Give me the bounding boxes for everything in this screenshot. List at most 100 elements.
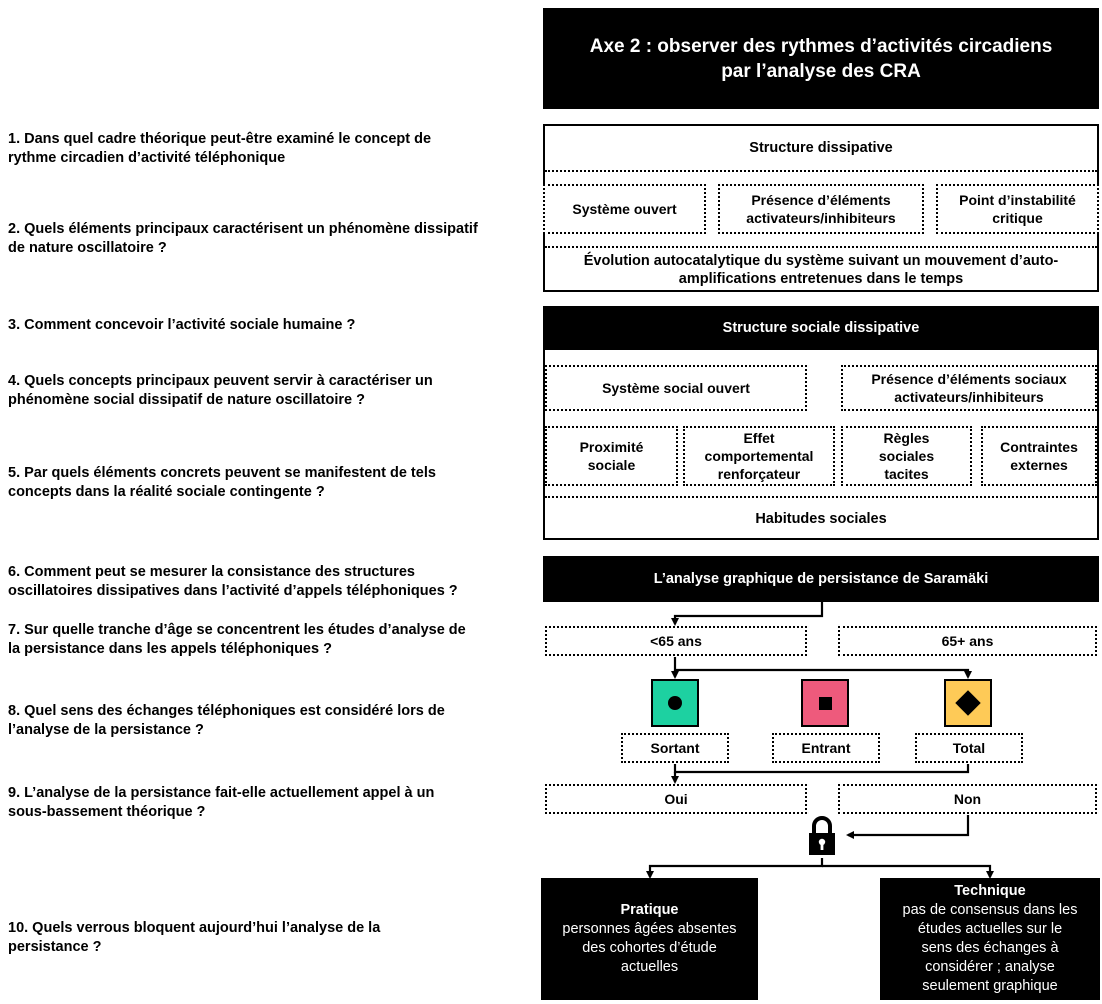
social-structure-title: Structure sociale dissipative <box>543 306 1099 350</box>
question-5: 5. Par quels éléments concrets peuvent s… <box>8 464 538 502</box>
question-text: 7. Sur quelle tranche d’âge se concentre… <box>8 622 466 638</box>
question-text: 1. Dans quel cadre théorique peut-être e… <box>8 131 432 147</box>
total-box: Total <box>915 733 1023 763</box>
reinforcing-effect-box: Effet comportemental renforçateur <box>683 426 835 486</box>
sortant-marker <box>651 679 699 727</box>
tacit-rules-box: Règles sociales tacites <box>841 426 972 486</box>
box-label: Évolution autocatalytique du système sui… <box>583 253 1059 269</box>
question-4: 4. Quels concepts principaux peuvent ser… <box>8 372 538 410</box>
box-label: comportemental <box>704 448 814 464</box>
sortant-box: Sortant <box>621 733 729 763</box>
activators-box: Présence d’éléments activateurs/inhibite… <box>718 184 924 234</box>
social-proximity-box: Proximité sociale <box>545 426 678 486</box>
box-label: sociales <box>878 448 935 464</box>
yes-box: Oui <box>545 784 807 814</box>
practical-lock-box: Pratique personnes âgées absentes des co… <box>541 878 758 1000</box>
divider <box>545 170 1097 172</box>
question-text: 3. Comment concevoir l’activité sociale … <box>8 317 356 333</box>
question-text: 8. Quel sens des échanges téléphoniques … <box>8 703 445 719</box>
box-label: activateurs/inhibiteurs <box>746 210 896 226</box>
box-label: Entrant <box>801 740 851 756</box>
box-label: Règles <box>883 430 930 446</box>
question-text: persistance ? <box>8 939 102 955</box>
box-label: Système social ouvert <box>602 380 750 396</box>
box-label: critique <box>992 210 1043 226</box>
dissipative-structure-title: Structure dissipative <box>749 140 893 156</box>
lock-text: pas de consensus dans les <box>902 902 1078 918</box>
age-65-plus-box: 65+ ans <box>838 626 1097 656</box>
instability-box: Point d’instabilité critique <box>936 184 1099 234</box>
question-text: rythme circadien d’activité téléphonique <box>8 150 286 166</box>
technical-lock-box: Technique pas de consensus dans les étud… <box>880 878 1100 1000</box>
header-box: Axe 2 : observer des rythmes d’activités… <box>543 8 1099 109</box>
box-label: Oui <box>664 791 688 807</box>
no-box: Non <box>838 784 1097 814</box>
open-system-box: Système ouvert <box>543 184 706 234</box>
question-7: 7. Sur quelle tranche d’âge se concentre… <box>8 621 538 659</box>
age-under-65-box: <65 ans <box>545 626 807 656</box>
divider <box>545 496 1097 498</box>
question-text: sous-bassement théorique ? <box>8 804 206 820</box>
question-8: 8. Quel sens des échanges téléphoniques … <box>8 702 538 740</box>
lock-text: études actuelles sur le <box>917 921 1063 937</box>
square-icon <box>818 696 832 710</box>
lock-text: actuelles <box>620 959 679 975</box>
box-label: Système ouvert <box>572 201 677 217</box>
box-label: Effet <box>743 430 775 446</box>
lock-text: seulement graphique <box>922 978 1058 994</box>
question-1: 1. Dans quel cadre théorique peut-être e… <box>8 130 538 168</box>
header-line: par l’analyse des CRA <box>721 60 921 82</box>
box-label: sociale <box>587 457 636 473</box>
box-label: Non <box>953 791 982 807</box>
question-text: phénomène social dissipatif de nature os… <box>8 392 365 408</box>
box-label: renforçateur <box>717 466 801 482</box>
social-open-system-box: Système social ouvert <box>545 365 807 411</box>
box-label: Présence d’éléments sociaux <box>871 371 1067 387</box>
box-label: externes <box>1010 457 1068 473</box>
question-text: oscillatoires dissipatives dans l’activi… <box>8 583 458 599</box>
saramaki-title: L’analyse graphique de persistance de Sa… <box>543 556 1099 602</box>
question-text: la persistance dans les appels téléphoni… <box>8 641 332 657</box>
box-label: Total <box>952 740 986 756</box>
box-label: 65+ ans <box>941 633 994 649</box>
total-marker <box>944 679 992 727</box>
question-text: de nature oscillatoire ? <box>8 240 167 256</box>
question-text: 5. Par quels éléments concrets peuvent s… <box>8 465 436 481</box>
box-label: Point d’instabilité <box>959 192 1076 208</box>
divider <box>545 246 1097 248</box>
social-activators-box: Présence d’éléments sociaux activateurs/… <box>841 365 1097 411</box>
technical-lock-title: Technique <box>954 883 1026 899</box>
social-habits-text: Habitudes sociales <box>755 511 887 527</box>
lock-text: considérer ; analyse <box>925 959 1055 975</box>
box-label: tacites <box>884 466 929 482</box>
box-label: Présence d’éléments <box>751 192 891 208</box>
box-label: activateurs/inhibiteurs <box>894 389 1044 405</box>
question-text: concepts dans la réalité sociale conting… <box>8 484 325 500</box>
question-text: 4. Quels concepts principaux peuvent ser… <box>8 373 433 389</box>
question-text: 6. Comment peut se mesurer la consistanc… <box>8 564 415 580</box>
external-constraints-box: Contraintes externes <box>981 426 1097 486</box>
question-10: 10. Quels verrous bloquent aujourd’hui l… <box>8 919 538 957</box>
question-text: 9. L’analyse de la persistance fait-elle… <box>8 785 435 801</box>
box-label: <65 ans <box>650 633 702 649</box>
lock-text: des cohortes d’étude <box>582 940 717 956</box>
box-label: Contraintes <box>1000 439 1078 455</box>
box-label: Proximité <box>579 439 644 455</box>
question-text: 10. Quels verrous bloquent aujourd’hui l… <box>8 920 381 936</box>
lock-text: sens des échanges à <box>921 940 1059 956</box>
entrant-marker <box>801 679 849 727</box>
box-label: Sortant <box>650 740 700 756</box>
box-label: amplifications entretenues dans le temps <box>678 271 964 287</box>
question-2: 2. Quels éléments principaux caractérise… <box>8 220 538 258</box>
question-6: 6. Comment peut se mesurer la consistanc… <box>8 563 538 601</box>
practical-lock-title: Pratique <box>620 902 679 918</box>
entrant-box: Entrant <box>772 733 880 763</box>
header-line: Axe 2 : observer des rythmes d’activités… <box>589 35 1053 57</box>
question-9: 9. L’analyse de la persistance fait-elle… <box>8 784 538 822</box>
lock-text: personnes âgées absentes <box>562 921 737 937</box>
padlock-icon <box>805 815 839 857</box>
question-3: 3. Comment concevoir l’activité sociale … <box>8 316 538 335</box>
question-text: 2. Quels éléments principaux caractérise… <box>8 221 478 237</box>
circle-icon <box>668 696 682 710</box>
